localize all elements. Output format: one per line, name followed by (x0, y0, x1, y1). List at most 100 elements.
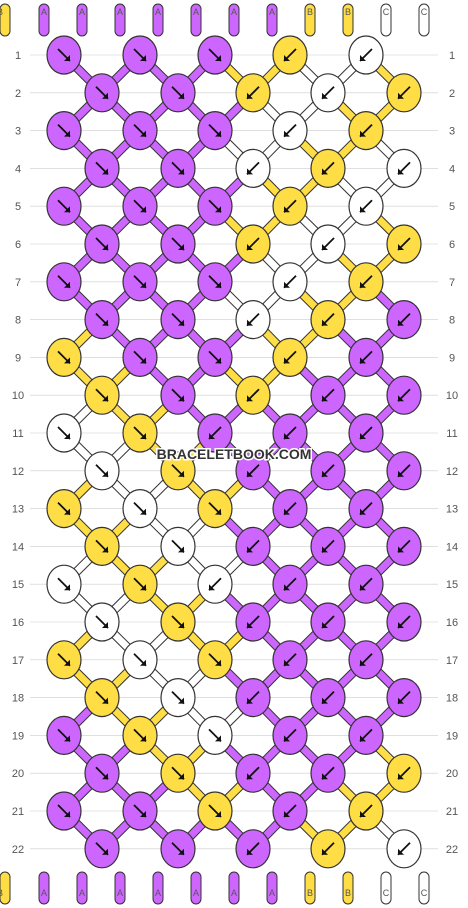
knot (122, 111, 158, 151)
knot (272, 715, 308, 756)
arrow-head-icon (360, 55, 366, 61)
row-label-left: 2 (15, 88, 21, 100)
knot (272, 791, 308, 831)
arrow-head-icon (284, 659, 290, 666)
knot-grid (46, 35, 422, 869)
row-label-left: 22 (12, 844, 24, 856)
arrow-head-icon (322, 546, 328, 553)
knot (84, 829, 120, 869)
arrow-head-icon (178, 168, 184, 175)
arrow-head-icon (322, 319, 328, 326)
row-label-right: 19 (446, 730, 458, 742)
arrow-head-icon (247, 319, 253, 326)
arrow-head-icon (178, 848, 184, 855)
knot (235, 375, 271, 415)
arrow-head-icon (247, 773, 253, 780)
knot (84, 224, 120, 264)
arrow-head-icon (398, 92, 404, 99)
row-label-right: 22 (446, 844, 458, 856)
arrow-head-icon (178, 92, 184, 99)
knot (197, 111, 233, 151)
arrow-head-icon (398, 244, 404, 250)
arrow-head-icon (360, 130, 366, 137)
arrow-head-icon (64, 357, 70, 364)
knot (310, 451, 346, 491)
arrow-head-icon (140, 584, 146, 591)
string-stub (0, 3, 11, 37)
arrow-head-icon (64, 281, 70, 288)
knot (386, 829, 422, 869)
row-label-left: 17 (12, 655, 24, 667)
arrow-head-icon (398, 319, 404, 326)
arrow-head-icon (247, 546, 253, 553)
knot (310, 677, 346, 718)
knot (160, 375, 196, 415)
knot (46, 564, 82, 604)
arrow-head-icon (322, 622, 328, 628)
knot (272, 262, 308, 302)
arrow-head-icon (140, 130, 146, 137)
knot (197, 337, 233, 377)
row-label-right: 21 (446, 806, 458, 818)
knot (160, 602, 196, 642)
row-label-left: 6 (15, 239, 21, 251)
knot (348, 337, 384, 377)
arrow-head-icon (64, 584, 70, 591)
arrow-head-icon (284, 508, 290, 515)
bottom-string-label: A (231, 888, 237, 898)
arrow-head-icon (140, 206, 146, 213)
arrow-head-icon (322, 244, 328, 250)
arrow-head-icon (398, 697, 404, 704)
arrow-head-icon (360, 811, 366, 817)
arrow-head-icon (215, 811, 221, 817)
arrow-head-icon (247, 622, 253, 628)
knot (160, 148, 196, 188)
arrow-head-icon (247, 395, 253, 402)
knot (122, 489, 158, 529)
bottom-string-label: B (307, 888, 313, 898)
knot (46, 640, 82, 680)
top-string-label: A (269, 7, 275, 17)
row-label-left: 11 (12, 428, 23, 440)
arrow-head-icon (322, 773, 328, 780)
knot (348, 715, 384, 756)
row-label-left: 1 (15, 50, 21, 62)
knot (272, 489, 308, 529)
row-label-left: 9 (15, 352, 21, 364)
arrow-head-icon (215, 357, 221, 364)
top-string-label: C (383, 7, 390, 17)
row-label-right: 13 (446, 504, 458, 516)
arrow-head-icon (284, 130, 290, 137)
string-stub (76, 871, 88, 905)
knot (310, 375, 346, 415)
arrow-head-icon (398, 622, 404, 628)
string-stub (266, 871, 278, 905)
row-label-right: 6 (449, 239, 455, 251)
knot (84, 451, 120, 491)
knot (386, 224, 422, 264)
knot (46, 489, 82, 529)
string-stub (418, 871, 430, 905)
top-string-label: A (231, 7, 237, 17)
string-stub (342, 871, 354, 905)
top-string-label: B (0, 7, 3, 17)
row-label-right: 3 (449, 126, 455, 138)
arrow-head-icon (64, 811, 70, 817)
arrow-head-icon (360, 357, 366, 364)
row-label-left: 13 (12, 504, 24, 516)
row-label-left: 8 (15, 315, 21, 327)
knot (310, 224, 346, 264)
row-label-right: 9 (449, 352, 455, 364)
arrow-head-icon (322, 168, 328, 175)
knot (197, 413, 233, 453)
knot (235, 677, 271, 718)
row-label-right: 11 (446, 428, 457, 440)
knot (84, 73, 120, 113)
arrow-head-icon (64, 206, 70, 213)
row-label-right: 15 (446, 579, 458, 591)
row-label-right: 12 (446, 466, 458, 478)
arrow-head-icon (140, 281, 146, 288)
arrow-head-icon (247, 92, 253, 99)
